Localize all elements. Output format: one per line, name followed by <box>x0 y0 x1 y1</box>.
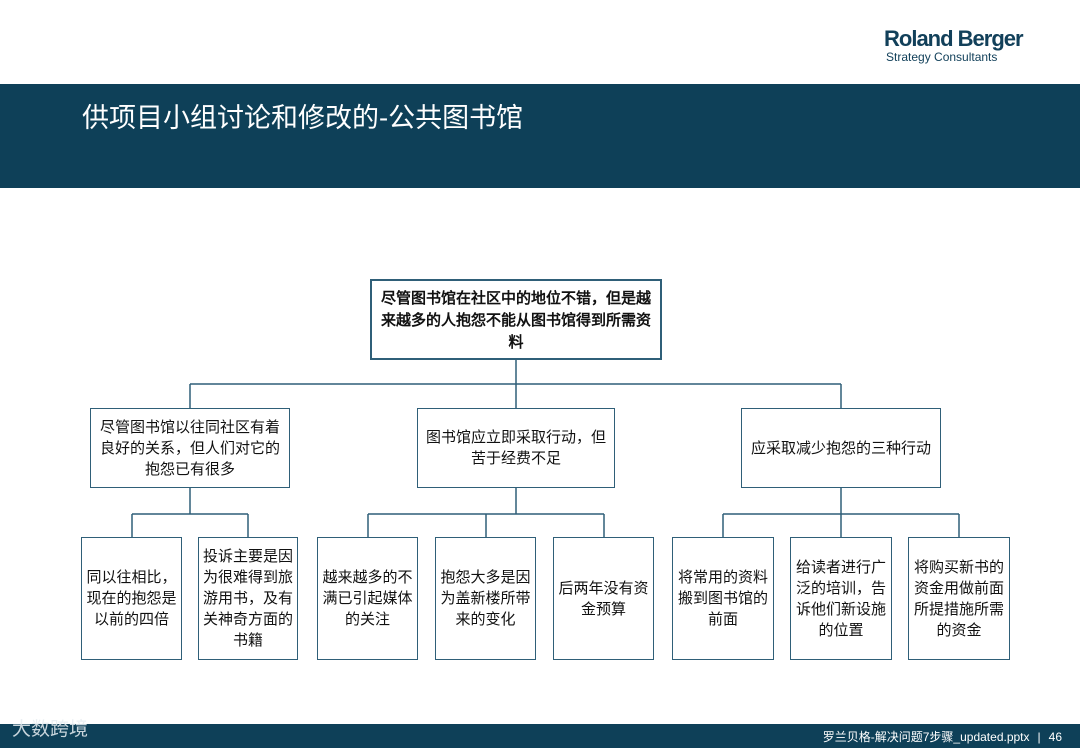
brand-tagline: Strategy Consultants <box>886 50 998 64</box>
footer-bar: 罗兰贝格-解决问题7步骤_updated.pptx | 46 <box>0 724 1080 748</box>
page-number: 46 <box>1048 730 1062 744</box>
title-band: 供项目小组讨论和修改的-公共图书馆 <box>0 84 1080 188</box>
leaf-node-2-2: 抱怨大多是因为盖新楼所带来的变化 <box>435 537 536 660</box>
leaf-node-2-1: 越来越多的不满已引起媒体的关注 <box>317 537 418 660</box>
footer-separator: | <box>1037 730 1041 744</box>
footer-info: 罗兰贝格-解决问题7步骤_updated.pptx | 46 <box>823 728 1062 745</box>
footer-filename: 罗兰贝格-解决问题7步骤_updated.pptx <box>822 730 1030 744</box>
leaf-node-1-2: 投诉主要是因为很难得到旅游用书，及有关神奇方面的书籍 <box>198 537 298 660</box>
leaf-node-2-3: 后两年没有资金预算 <box>553 537 654 660</box>
slide-title: 供项目小组讨论和修改的-公共图书馆 <box>82 103 524 134</box>
branch-node-3: 应采取减少抱怨的三种行动 <box>741 408 941 488</box>
leaf-node-3-1: 将常用的资料搬到图书馆的前面 <box>672 537 774 660</box>
leaf-node-3-3: 将购买新书的资金用做前面所提措施所需的资金 <box>908 537 1010 660</box>
branch-node-1: 尽管图书馆以往同社区有着良好的关系，但人们对它的抱怨已有很多 <box>90 408 290 488</box>
leaf-node-3-2: 给读者进行广泛的培训，告诉他们新设施的位置 <box>790 537 892 660</box>
root-node: 尽管图书馆在社区中的地位不错，但是越来越多的人抱怨不能从图书馆得到所需资料 <box>370 279 662 360</box>
roland-berger-logo: Roland Berger Strategy Consultants <box>884 26 1034 65</box>
leaf-node-1-1: 同以往相比，现在的抱怨是以前的四倍 <box>81 537 182 660</box>
watermark: 大数跨境 <box>12 719 89 740</box>
branch-node-2: 图书馆应立即采取行动，但苦于经费不足 <box>417 408 615 488</box>
brand-name: Roland Berger <box>884 26 1024 51</box>
